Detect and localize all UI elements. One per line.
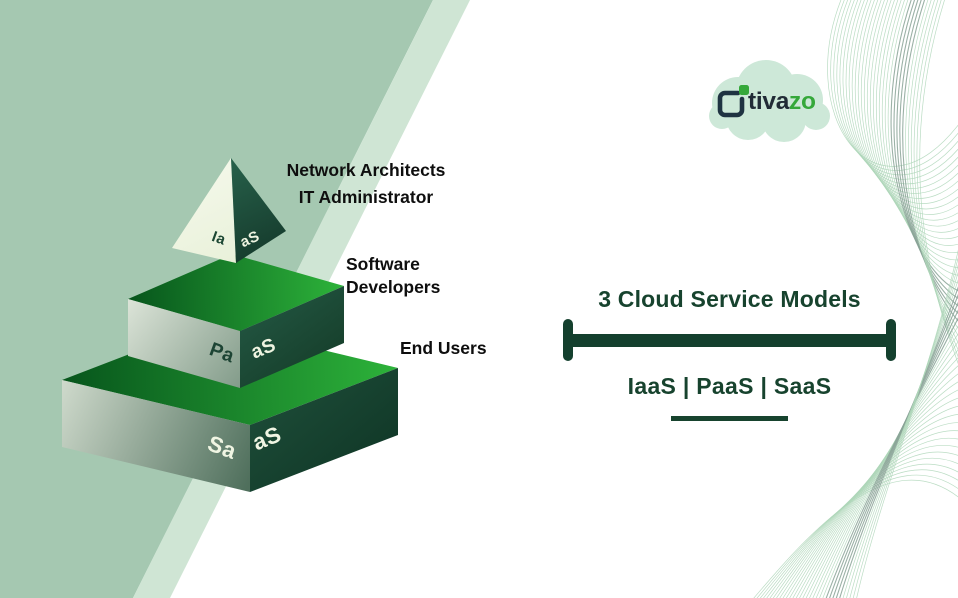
saas-left-face bbox=[62, 380, 250, 492]
leaf-square-icon bbox=[739, 85, 749, 95]
iaas-audience-line2: IT Administrator bbox=[298, 187, 434, 207]
divider-horizontal-bar bbox=[567, 334, 892, 347]
saas-audience-line1: End Users bbox=[400, 338, 487, 358]
panel-title: 3 Cloud Service Models bbox=[598, 286, 861, 312]
paas-left-face bbox=[128, 299, 240, 388]
paas-audience-line1: Software bbox=[346, 254, 420, 274]
divider-right-cap bbox=[886, 319, 896, 361]
iaas-left-face bbox=[172, 158, 236, 263]
saas-audience-label: End Users bbox=[400, 338, 487, 359]
paas-top-face bbox=[128, 254, 344, 331]
paas-right-face bbox=[240, 286, 344, 388]
subtitle-underline bbox=[671, 416, 788, 421]
iaas-right-label: aS bbox=[238, 228, 263, 251]
tier-iaas bbox=[172, 158, 286, 263]
divider-bar bbox=[563, 319, 896, 361]
service-models-panel: 3 Cloud Service Models IaaS | PaaS | Saa… bbox=[563, 286, 896, 421]
cloud-shape bbox=[709, 60, 830, 142]
saas-right-face bbox=[250, 368, 398, 492]
iaas-audience-line1: Network Architects bbox=[286, 160, 446, 180]
tivazo-logo: tivazo bbox=[700, 58, 835, 148]
logo-text-green: zo bbox=[789, 88, 816, 115]
paas-audience-label: Software Developers bbox=[346, 253, 440, 298]
logo-text-dark: tiva bbox=[748, 88, 790, 115]
paas-audience-line2: Developers bbox=[346, 276, 441, 297]
panel-subtitle: IaaS | PaaS | SaaS bbox=[627, 373, 832, 399]
logo-wordmark: tivazo bbox=[748, 88, 816, 116]
iaas-audience-label: Network Architects IT Administrator bbox=[270, 157, 462, 211]
iaas-left-label: Ia bbox=[210, 228, 229, 249]
tivazo-mark-icon bbox=[717, 85, 749, 118]
tier-paas bbox=[128, 254, 344, 388]
iaas-right-face bbox=[231, 158, 286, 263]
